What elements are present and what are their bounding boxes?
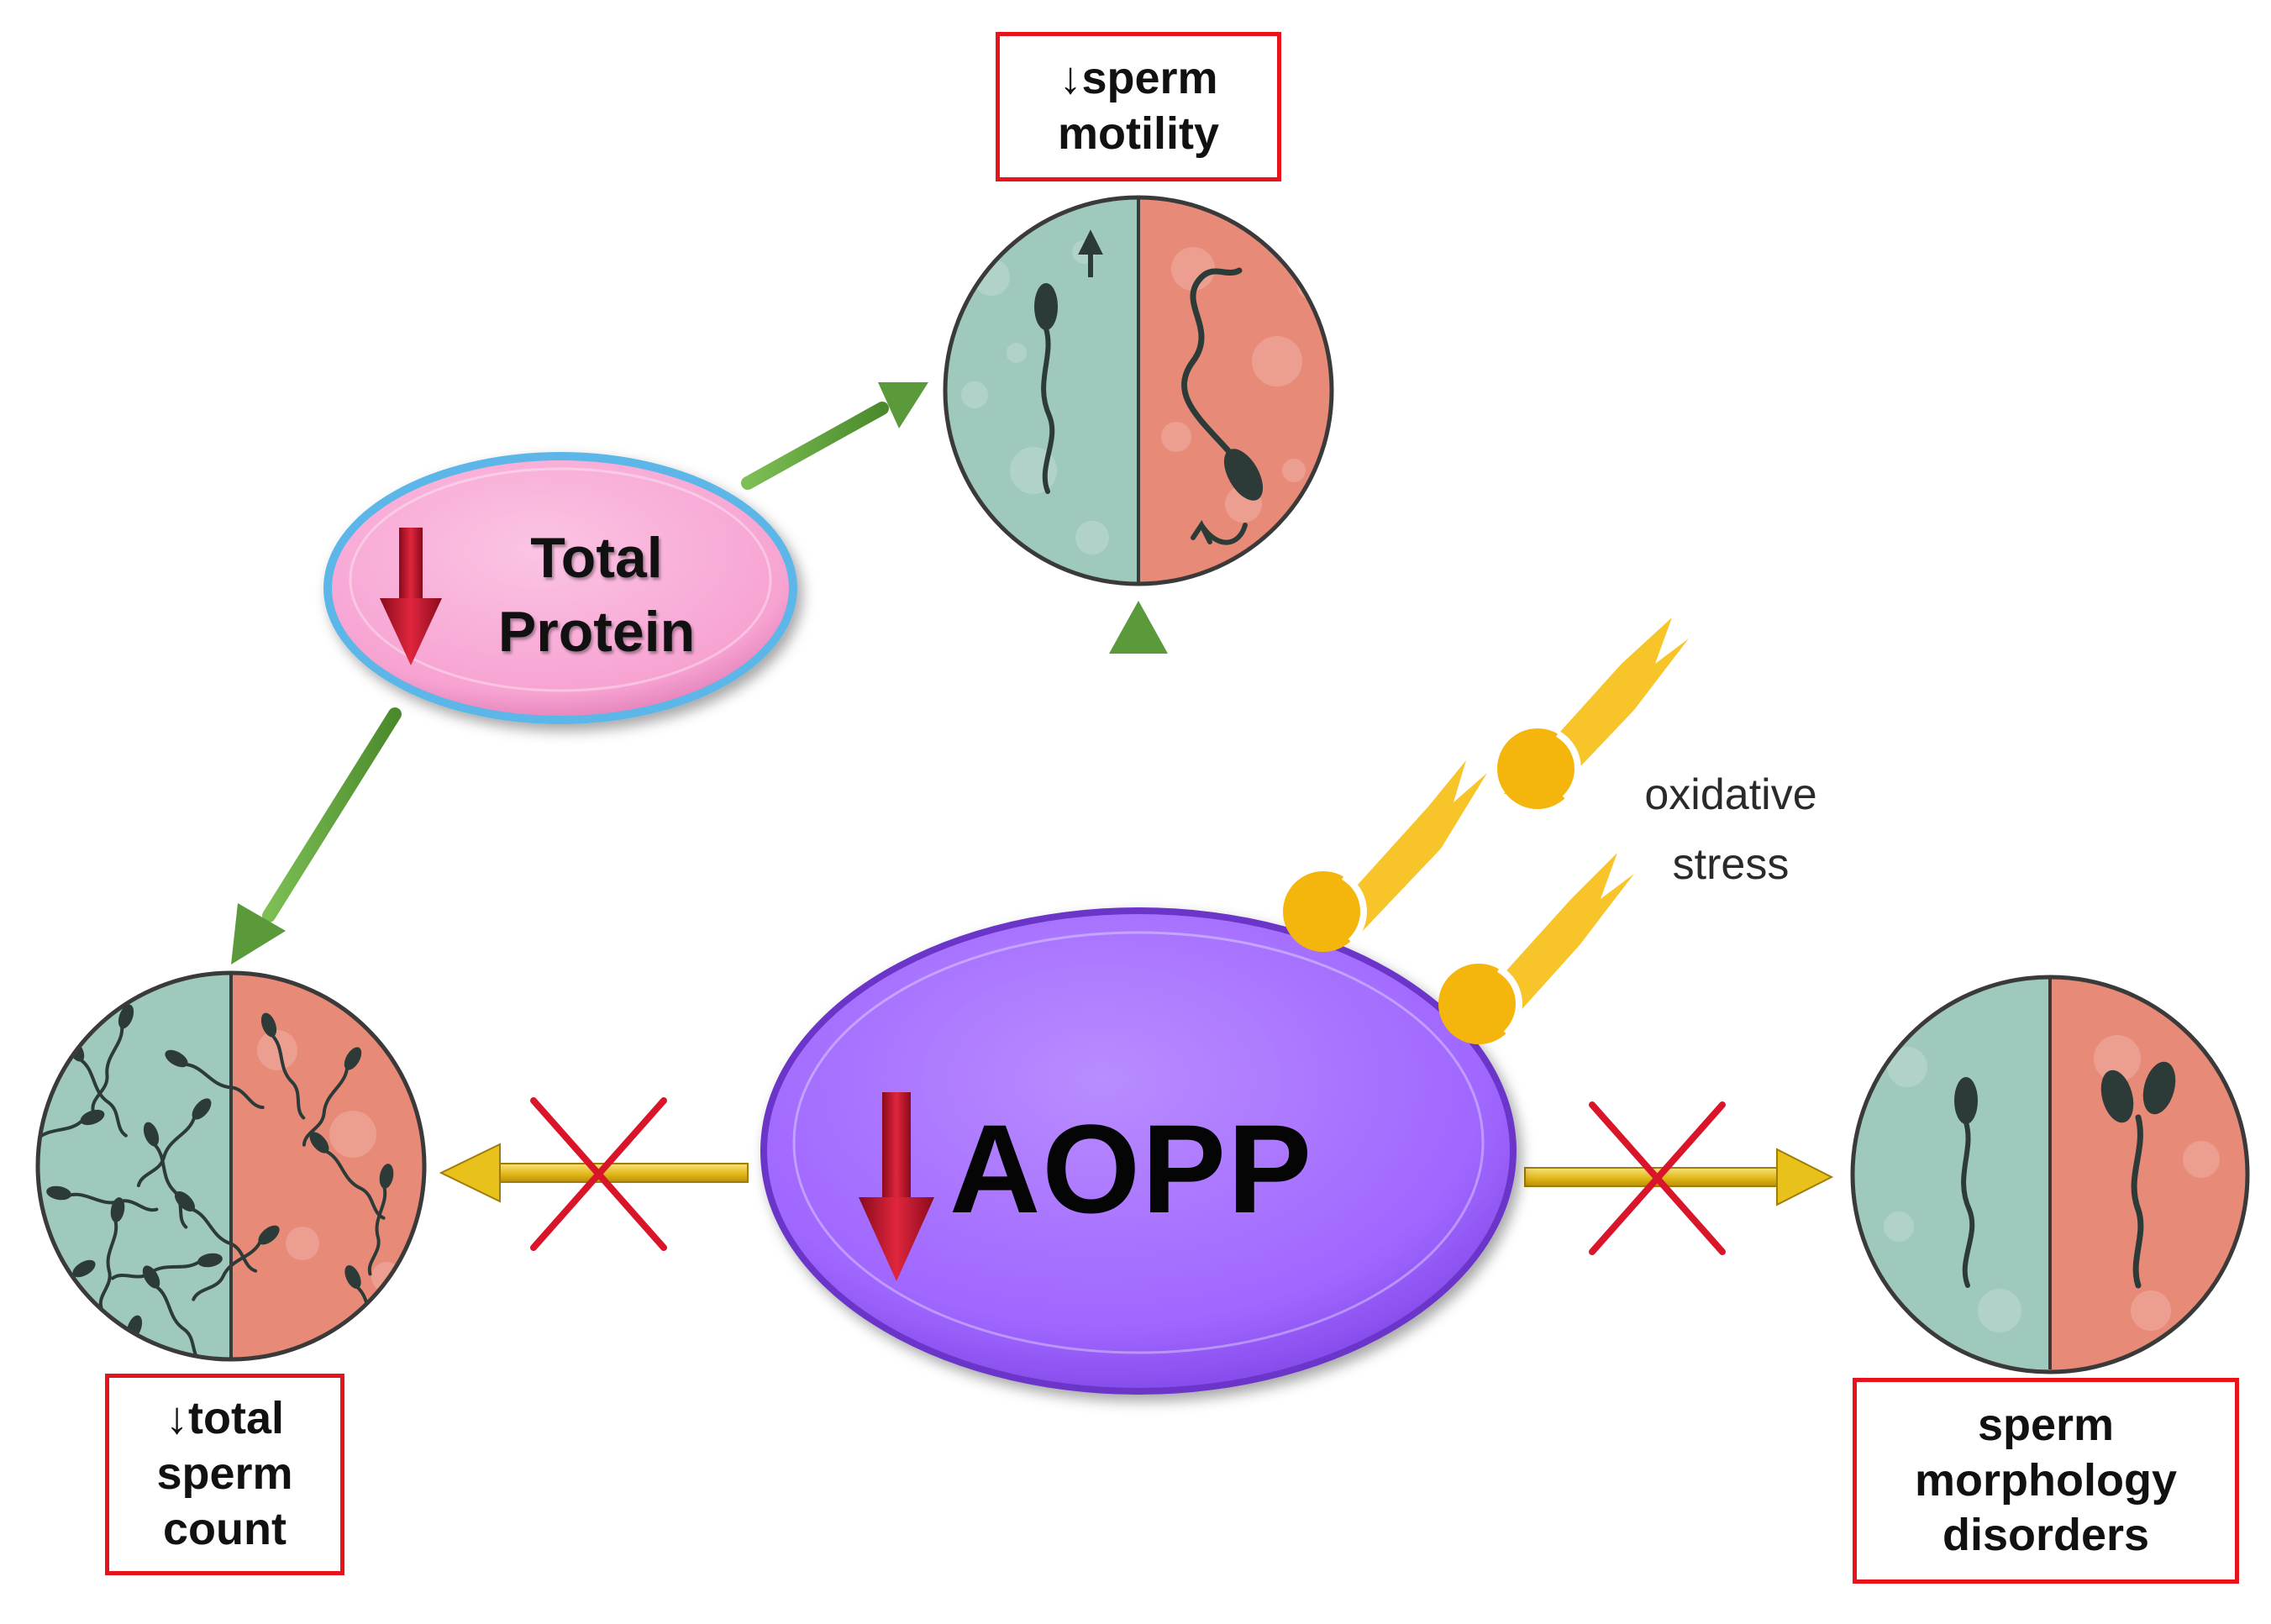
arrow-protein-to-motility: [741, 382, 928, 490]
motility-label-line: motility: [1057, 108, 1219, 159]
oxidative-stress-meteor-icon: [1435, 853, 1634, 1048]
total-protein-node: [323, 452, 797, 724]
arrow-aopp-to-motility: [1109, 601, 1168, 903]
count-cell: [38, 973, 424, 1359]
oxidative-stress-meteor-icon: [1494, 618, 1689, 812]
abnormal-sperm-icon: [2100, 1061, 2176, 1289]
count-label-line: count: [163, 1503, 287, 1554]
arrow-protein-to-count: [231, 707, 402, 964]
motility-cell-outline: [943, 195, 1334, 586]
morphology-label-line: sperm: [1977, 1399, 2115, 1450]
blocked-cross-icon: [1589, 1101, 1726, 1255]
morphology-cell: [1853, 977, 2247, 1372]
aopp-label: AOPP: [949, 1098, 1314, 1239]
oxidative-stress-label: oxidative stress: [1596, 760, 1865, 900]
morphology-cell-outline: [1850, 975, 2250, 1374]
morphology-label-line: morphology: [1915, 1454, 2177, 1506]
oxidative-stress-label-line: stress: [1672, 840, 1790, 890]
decrease-arrow-icon: [859, 1092, 934, 1281]
morphology-label: sperm morphology disorders: [1853, 1378, 2239, 1584]
total-protein-label-line: Total: [530, 526, 663, 590]
aopp-node: [760, 907, 1517, 1395]
immotile-sperm-icon: [1180, 267, 1264, 501]
count-label: ↓total sperm count: [105, 1374, 344, 1575]
motility-label: ↓sperm motility: [996, 32, 1281, 181]
circular-motion-icon: [1191, 520, 1248, 545]
oxidative-stress-label-line: oxidative: [1644, 770, 1817, 819]
total-protein-label: Total Protein: [445, 521, 748, 670]
arrow-aopp-to-count-blocked: [439, 1143, 749, 1203]
morphology-label-line: disorders: [1942, 1510, 2150, 1561]
count-cell-outline: [35, 970, 427, 1362]
count-label-line: sperm: [156, 1448, 293, 1500]
decrease-arrow-icon: [380, 528, 442, 665]
total-protein-label-line: Protein: [497, 600, 696, 665]
oxidative-stress-meteor-icon: [1280, 760, 1487, 955]
motility-label-line: ↓sperm: [1059, 53, 1218, 104]
count-label-line: ↓total: [166, 1393, 284, 1444]
forward-motion-icon: [1078, 229, 1103, 277]
blocked-cross-icon: [530, 1097, 667, 1251]
